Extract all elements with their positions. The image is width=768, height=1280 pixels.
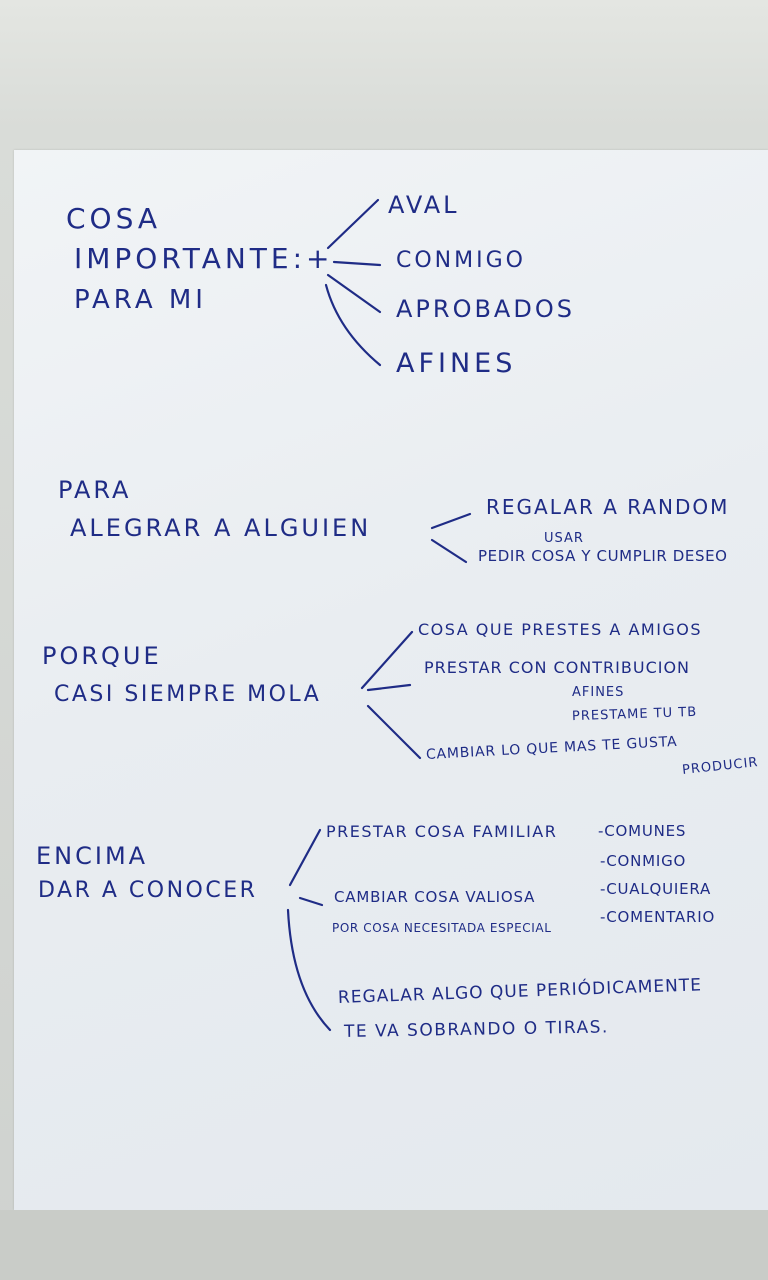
section3-title-line-2: CASI SIEMPRE MOLA: [54, 682, 322, 707]
section3-branch-2: PRESTAR CON CONTRIBUCION: [424, 658, 691, 677]
section1-branch-conmigo: CONMIGO: [396, 248, 526, 273]
section3-branch-1: COSA QUE PRESTES A AMIGOS: [418, 620, 703, 639]
connector-line: [326, 273, 382, 314]
section2-title-line-2: ALEGRAR A ALGUIEN: [70, 514, 372, 542]
connector-line: [326, 198, 380, 250]
section4-list-item-4: -COMENTARIO: [600, 908, 716, 926]
connector-line: [360, 630, 414, 690]
section2-title-line-1: PARA: [58, 476, 132, 504]
section4-branch-3-line-2: TE VA SOBRANDO O TIRAS.: [343, 1017, 610, 1042]
paper-sheet: [14, 150, 768, 1210]
section4-branch-2-line-2: POR COSA NECESITADA ESPECIAL: [332, 921, 552, 935]
section4-list-item-1: -COMUNES: [598, 822, 687, 840]
section1-title-line-1: COSA: [66, 202, 162, 235]
section4-branch-2: CAMBIAR COSA VALIOSA: [334, 888, 536, 906]
section4-list-item-2: -CONMIGO: [600, 852, 687, 870]
connector-line: [332, 260, 382, 267]
connector-line: [430, 538, 468, 564]
section1-branch-aval: AVAL: [388, 191, 460, 219]
section4-branch-1: PRESTAR COSA FAMILIAR: [326, 822, 558, 841]
section2-insert: USAR: [544, 531, 584, 546]
connector-line: [366, 683, 412, 692]
section1-branch-aprobados: APROBADOS: [396, 295, 575, 323]
connector-line: [298, 896, 324, 907]
section4-title-line-2: DAR A CONOCER: [38, 878, 258, 903]
section1-branch-afines: AFINES: [396, 348, 517, 379]
section1-title-line-2: IMPORTANTE:+: [74, 242, 334, 275]
table-surface: [0, 1210, 768, 1280]
connector-line: [430, 512, 472, 530]
connector-line: [324, 283, 382, 367]
connector-line: [286, 908, 332, 1032]
section3-title-line-1: PORQUE: [42, 642, 162, 670]
section2-branch-1: REGALAR A RANDOM: [486, 495, 730, 519]
section4-list-item-3: -CUALQUIERA: [600, 880, 712, 898]
connector-line: [366, 704, 422, 760]
section4-title-line-1: ENCIMA: [36, 842, 149, 870]
section3-note-afines: AFINES: [572, 685, 625, 700]
section1-title-line-3: PARA MI: [74, 285, 207, 315]
connector-line: [288, 828, 322, 887]
section2-branch-2: PEDIR COSA Y CUMPLIR DESEO: [478, 547, 728, 565]
